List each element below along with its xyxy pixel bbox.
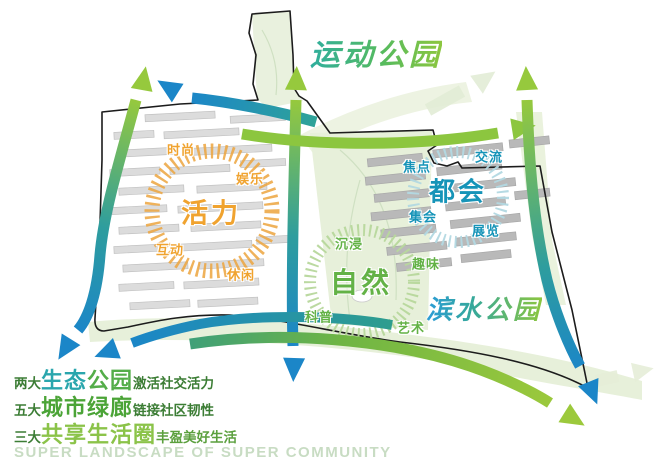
sub-label-entertainment: 娱乐 — [235, 171, 265, 187]
caption-line-2: 五大城市绿廊链接社区韧性 — [14, 390, 214, 422]
sub-label-interaction: 互动 — [155, 242, 185, 258]
nature-ring — [304, 224, 420, 340]
caption-3-prefix: 三大 — [14, 430, 41, 445]
waterfront-park-title: 滨水公园 — [426, 290, 542, 327]
sports-park-area — [252, 11, 303, 108]
metropolis-ring — [407, 146, 509, 248]
caption-2-highlight-b: 绿廊 — [87, 395, 134, 420]
footer-english-slogan: SUPER LANDSCAPE OF SUPER COMMUNITY — [14, 444, 392, 461]
sub-label-focus: 焦点 — [402, 159, 432, 175]
caption-1-highlight-b: 公园 — [87, 368, 134, 393]
sub-label-leisure: 休闲 — [226, 267, 256, 283]
sports-park-title: 运动公园 — [310, 30, 442, 74]
caption-3-highlight-a: 共享 — [41, 422, 88, 447]
sub-label-immersion: 沉浸 — [334, 236, 364, 252]
caption-line-3: 三大共享生活圈丰盈美好生活 — [14, 417, 237, 449]
caption-1-suffix: 激活社交活力 — [133, 376, 215, 391]
right-corridor-arrow — [516, 66, 599, 405]
vitality-ring — [144, 143, 280, 279]
left-corridor-arrow — [58, 66, 153, 360]
bottom-green-arrow — [189, 331, 585, 426]
caption-2-prefix: 五大 — [14, 403, 41, 418]
zone-vitality-label: 活力 — [181, 198, 241, 229]
buildings-left-parcel — [109, 110, 293, 311]
caption-2-highlight-a: 城市 — [41, 395, 88, 420]
sub-label-fun: 趣味 — [411, 256, 441, 272]
caption-2-suffix: 链接社区韧性 — [133, 403, 215, 418]
topleft-blue-arrow — [157, 80, 318, 128]
zone-nature-label: 自然 — [329, 267, 393, 298]
caption-3-suffix: 丰盈美好生活 — [156, 430, 238, 445]
caption-1-prefix: 两大 — [14, 376, 41, 391]
caption-line-1: 两大生态公园激活社交活力 — [14, 363, 214, 395]
caption-1-highlight-a: 生态 — [41, 368, 88, 393]
zone-metropolis-label: 都会 — [428, 176, 488, 207]
sub-label-exchange: 交流 — [474, 149, 504, 165]
corridor-arrows — [58, 66, 599, 426]
sub-label-fashion: 时尚 — [166, 142, 196, 158]
bottom-teal-arrow — [94, 312, 393, 359]
ghost-arrows — [424, 71, 654, 387]
sub-label-art: 艺术 — [396, 320, 426, 336]
sub-label-exhibition: 展览 — [471, 223, 501, 239]
zone-rings — [144, 143, 509, 340]
sub-label-gathering: 集会 — [408, 209, 438, 225]
caption-3-highlight-b: 生活圈 — [87, 422, 157, 447]
pond — [351, 289, 373, 303]
sub-label-science: 科普 — [304, 309, 334, 325]
